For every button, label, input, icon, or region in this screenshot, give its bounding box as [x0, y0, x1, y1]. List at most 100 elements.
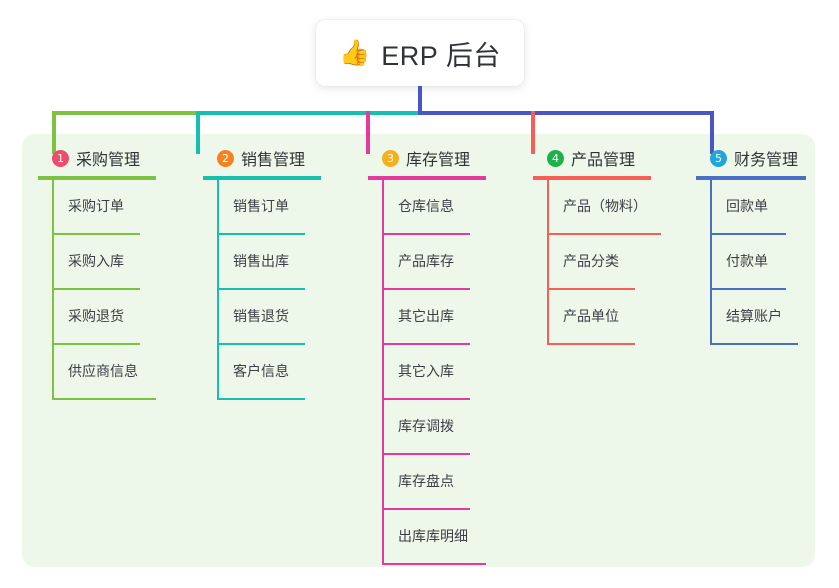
- column-spine-5: [710, 180, 712, 345]
- column-badge-5: 5: [710, 149, 727, 167]
- column-spine-3: [382, 180, 384, 565]
- list-item[interactable]: 出库库明细: [382, 510, 486, 565]
- list-item[interactable]: 销售出库: [217, 235, 305, 290]
- column-title-4: 产品管理: [571, 152, 636, 169]
- column-badge-4: 4: [547, 149, 564, 167]
- list-item-underline: [382, 233, 470, 235]
- list-item[interactable]: 其它入库: [382, 345, 470, 400]
- list-item[interactable]: 采购退货: [52, 290, 140, 345]
- list-item[interactable]: 结算账户: [710, 290, 798, 345]
- list-item-label: 销售退货: [233, 308, 289, 324]
- list-item[interactable]: 产品（物料）: [547, 180, 661, 235]
- column-header-5[interactable]: 5 财务管理: [696, 146, 826, 170]
- column-underline-1: [38, 176, 156, 180]
- list-item[interactable]: 仓库信息: [382, 180, 470, 235]
- list-item-label: 采购入库: [68, 253, 124, 269]
- list-item-underline: [382, 343, 470, 345]
- drop-product: [531, 111, 535, 154]
- column-title-1: 采购管理: [76, 152, 141, 169]
- list-item-underline: [52, 343, 140, 345]
- column-underline-2: [203, 176, 321, 180]
- list-item-label: 产品分类: [563, 253, 619, 269]
- list-item[interactable]: 库存盘点: [382, 455, 470, 510]
- list-item[interactable]: 销售订单: [217, 180, 305, 235]
- list-item-underline: [52, 398, 156, 400]
- list-item-label: 其它出库: [398, 308, 454, 324]
- list-item-underline: [382, 398, 470, 400]
- column-underline-4: [533, 176, 651, 180]
- list-item-label: 产品（物料）: [563, 198, 647, 214]
- list-item-label: 仓库信息: [398, 198, 454, 214]
- column-title-2: 销售管理: [241, 152, 306, 169]
- list-item-underline: [382, 508, 470, 510]
- list-item-label: 产品单位: [563, 308, 619, 324]
- list-item-label: 库存调拨: [398, 418, 454, 434]
- root-node-title: ERP 后台: [381, 40, 501, 71]
- bus-indigo: [418, 111, 714, 115]
- column-1: 1 采购管理采购订单采购入库采购退货供应商信息: [38, 146, 188, 400]
- list-item[interactable]: 其它出库: [382, 290, 470, 345]
- list-item-underline: [547, 288, 635, 290]
- column-3: 3 库存管理仓库信息产品库存其它出库其它入库库存调拨库存盘点出库库明细: [368, 146, 518, 565]
- list-item-label: 产品库存: [398, 253, 454, 269]
- list-item-label: 供应商信息: [68, 363, 138, 379]
- list-item-label: 销售订单: [233, 198, 289, 214]
- drop-sales: [196, 111, 200, 154]
- list-item[interactable]: 库存调拨: [382, 400, 470, 455]
- column-badge-2: 2: [217, 149, 234, 167]
- diagram-background-panel: [22, 134, 815, 567]
- list-item[interactable]: 客户信息: [217, 345, 305, 400]
- column-header-1[interactable]: 1 采购管理: [38, 146, 188, 170]
- root-node-erp-backend[interactable]: 👍 ERP 后台: [316, 20, 524, 86]
- drop-purchase: [52, 111, 56, 154]
- list-item-underline: [52, 233, 140, 235]
- list-item-underline: [382, 288, 470, 290]
- list-item-label: 销售出库: [233, 253, 289, 269]
- list-item-underline: [382, 563, 486, 565]
- list-item-label: 采购订单: [68, 198, 124, 214]
- drop-finance: [710, 111, 714, 154]
- column-header-4[interactable]: 4 产品管理: [533, 146, 683, 170]
- list-item[interactable]: 付款单: [710, 235, 786, 290]
- bus-green: [52, 111, 198, 115]
- list-item[interactable]: 产品单位: [547, 290, 635, 345]
- column-badge-1: 1: [52, 149, 69, 167]
- list-item-label: 客户信息: [233, 363, 289, 379]
- column-spine-4: [547, 180, 549, 345]
- column-badge-3: 3: [382, 149, 399, 167]
- list-item-label: 库存盘点: [398, 473, 454, 489]
- list-item-label: 采购退货: [68, 308, 124, 324]
- list-item[interactable]: 回款单: [710, 180, 786, 235]
- list-item-label: 出库库明细: [398, 528, 468, 544]
- list-item[interactable]: 产品分类: [547, 235, 635, 290]
- column-header-3[interactable]: 3 库存管理: [368, 146, 518, 170]
- list-item-underline: [710, 288, 786, 290]
- column-spine-2: [217, 180, 219, 400]
- column-title-3: 库存管理: [406, 152, 471, 169]
- list-item[interactable]: 采购入库: [52, 235, 140, 290]
- list-item[interactable]: 采购订单: [52, 180, 140, 235]
- root-trunk-connector: [418, 86, 422, 113]
- list-item[interactable]: 产品库存: [382, 235, 470, 290]
- list-item-underline: [217, 398, 305, 400]
- list-item-underline: [710, 233, 786, 235]
- list-item-label: 回款单: [726, 198, 768, 214]
- list-item-underline: [217, 343, 305, 345]
- list-item-label: 其它入库: [398, 363, 454, 379]
- column-underline-5: [696, 176, 806, 180]
- thumbs-up-icon: 👍: [339, 38, 371, 67]
- list-item-label: 付款单: [726, 253, 768, 269]
- column-5: 5 财务管理回款单付款单结算账户: [696, 146, 826, 345]
- list-item-underline: [547, 233, 661, 235]
- list-item-underline: [710, 343, 798, 345]
- list-item-underline: [382, 453, 470, 455]
- drop-inventory: [366, 111, 370, 154]
- column-4: 4 产品管理产品（物料） 产品分类产品单位: [533, 146, 683, 345]
- column-header-2[interactable]: 2 销售管理: [203, 146, 353, 170]
- column-title-5: 财务管理: [734, 152, 799, 169]
- list-item[interactable]: 销售退货: [217, 290, 305, 345]
- column-underline-3: [368, 176, 486, 180]
- list-item[interactable]: 供应商信息: [52, 345, 156, 400]
- column-spine-1: [52, 180, 54, 400]
- column-2: 2 销售管理销售订单销售出库销售退货客户信息: [203, 146, 353, 400]
